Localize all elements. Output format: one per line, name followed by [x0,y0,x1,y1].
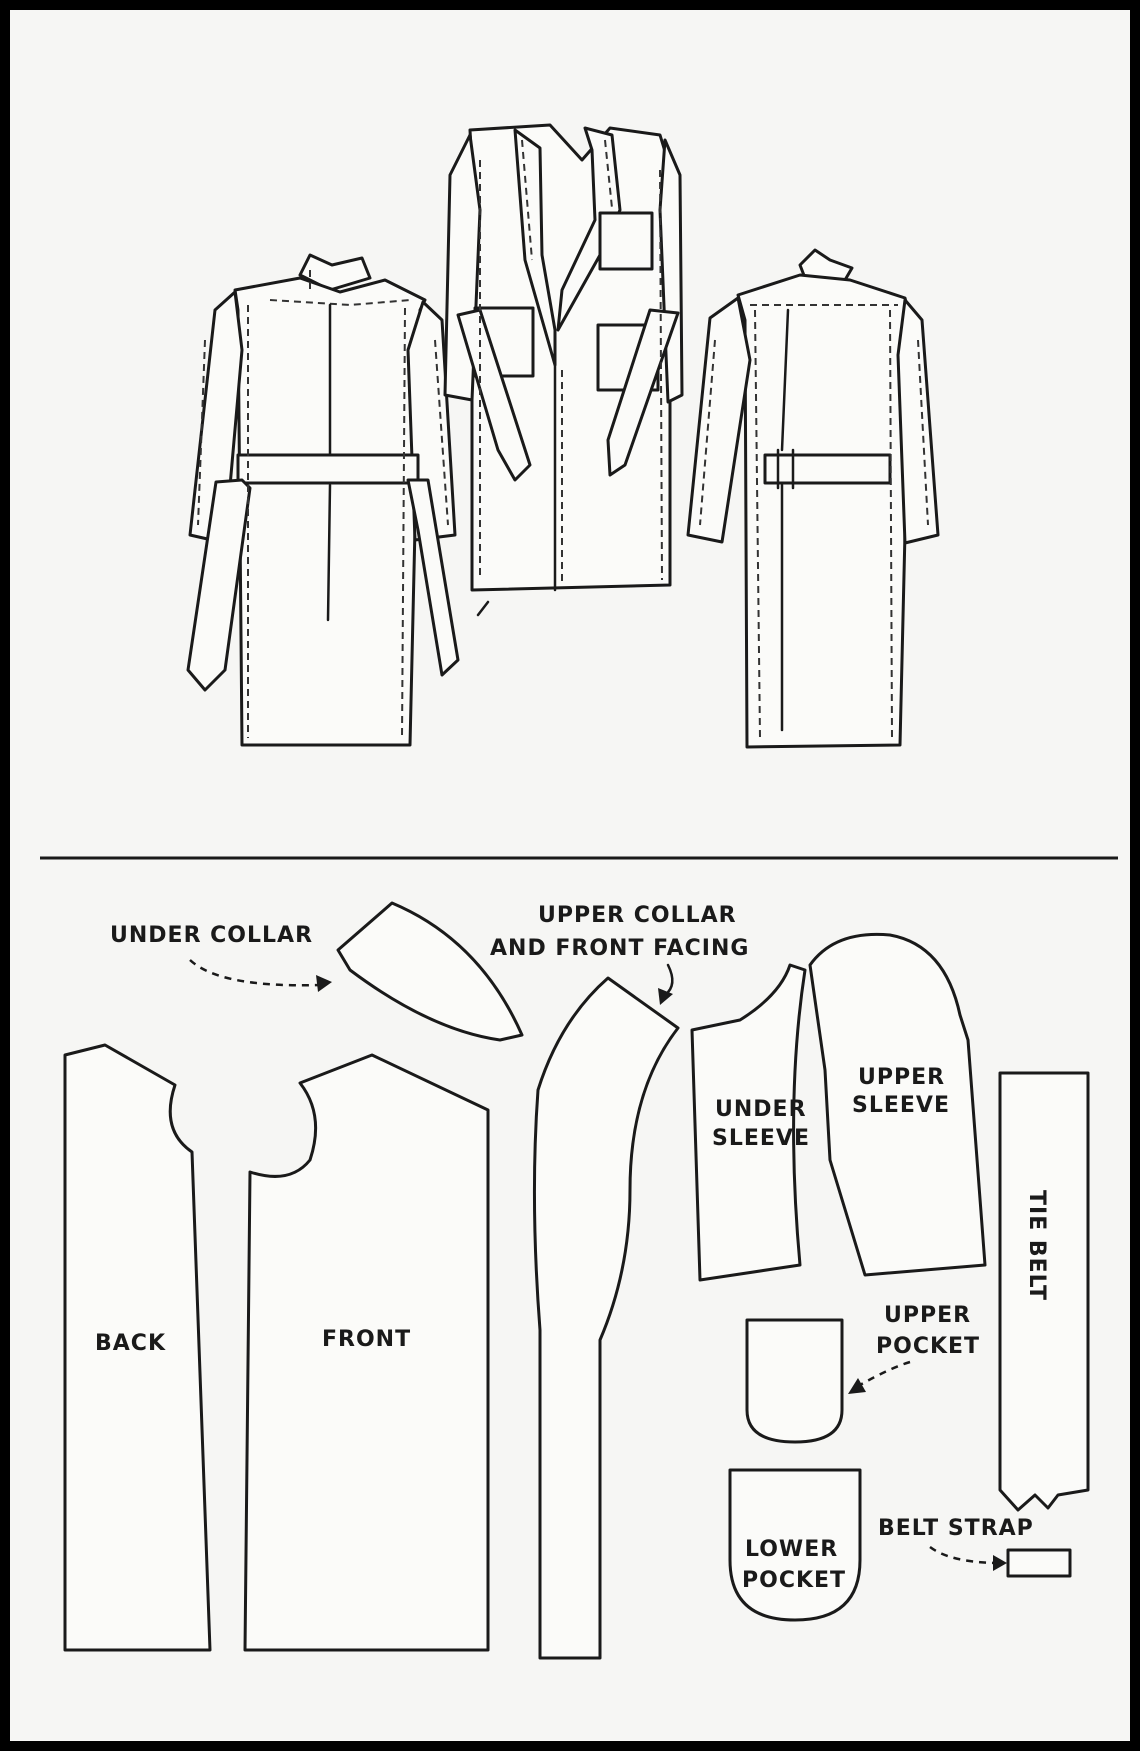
left-robe-seam [326,303,490,622]
front-pattern-piece [243,1053,490,1652]
robe-back-view-left [186,253,490,747]
right-robe-buckle [776,448,795,490]
left-robe-belt [236,453,420,485]
belt-strap-arrowhead [993,1555,1007,1571]
under-sleeve-label-line2: SLEEVE [712,1126,810,1151]
robe-back-view-right [686,248,940,749]
upper-sleeve-label-line1: UPPER [858,1065,945,1090]
under-sleeve-label-line1: UNDER [715,1097,807,1122]
upper-pocket-label-line1: UPPER [884,1303,971,1328]
upper-collar-front-facing-piece [532,976,680,1660]
left-robe-stitching [197,270,449,739]
right-robe-body [736,273,912,749]
tie-belt-label: TIE BELT [1024,1190,1049,1301]
pattern-sheet: UNDER COLLAR UPPER COLLAR AND FRONT FACI… [10,10,1130,1741]
upper-collar-arrow [663,963,674,997]
lower-pocket-piece [728,1468,862,1622]
lower-pocket-label-line2: POCKET [742,1568,846,1593]
center-robe-shawl-collar [513,128,557,367]
right-robe-seam [780,308,790,732]
robe-front-view-center [443,123,684,592]
lower-pocket-label-line1: LOWER [745,1537,838,1562]
under-collar-label: UNDER COLLAR [110,923,313,948]
under-collar-arrow [189,959,321,987]
back-label: BACK [95,1331,166,1356]
upper-sleeve-piece [808,932,987,1277]
right-robe-belt [763,453,892,485]
upper-collar-label-line2: AND FRONT FACING [490,936,749,961]
upper-collar-label-line1: UPPER COLLAR [538,903,737,928]
front-label: FRONT [322,1327,411,1352]
center-robe-chest-pocket [598,211,654,271]
pattern-illustration: UNDER COLLAR UPPER COLLAR AND FRONT FACI… [40,123,1118,1660]
belt-strap-label: BELT STRAP [878,1516,1034,1541]
under-collar-arrowhead [316,975,332,992]
belt-strap-arrow [929,1545,996,1565]
upper-sleeve-label-line2: SLEEVE [852,1093,950,1118]
center-robe-stitching [479,139,663,585]
under-sleeve-piece [690,963,807,1282]
left-robe-tie-end-right [406,478,460,677]
upper-pocket-piece [745,1318,844,1444]
under-collar-piece [336,901,524,1042]
upper-pocket-label-line2: POCKET [876,1334,980,1359]
upper-pocket-arrowhead [848,1378,866,1394]
center-robe-tie-left [456,308,532,482]
upper-pocket-arrow [859,1360,911,1387]
right-robe-right-sleeve [896,298,940,545]
belt-strap-piece [1006,1548,1072,1578]
right-robe-left-sleeve [686,296,752,544]
center-robe-shawl-collar-right [556,126,622,332]
tie-belt-piece [998,1071,1090,1512]
left-robe-tie-end-left [186,478,252,692]
upper-collar-arrowhead [658,988,673,1005]
back-pattern-piece [63,1043,212,1652]
